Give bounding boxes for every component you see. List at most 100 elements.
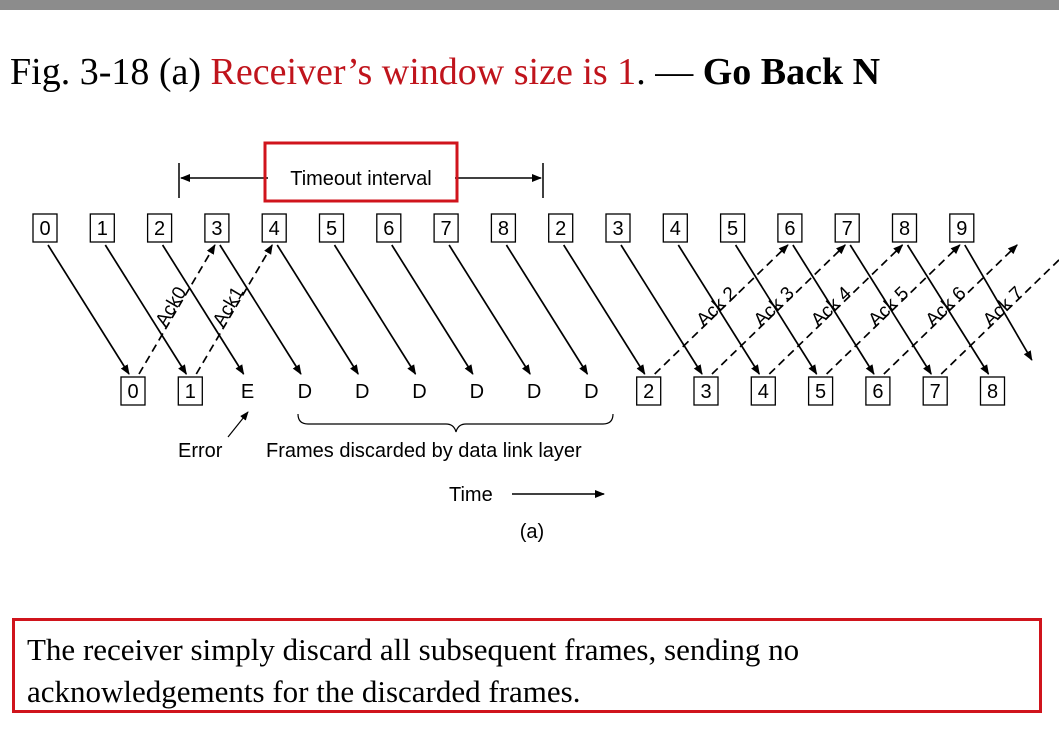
data-frame-arrows [47, 244, 1033, 375]
sent-frame-label: 2 [154, 218, 165, 240]
received-frame-box [693, 376, 719, 406]
sent-frame-label: 5 [326, 218, 337, 240]
ack-arrow [940, 258, 1059, 375]
timeout-label: Timeout interval [290, 168, 432, 190]
sent-frame-label: 6 [784, 218, 795, 240]
top-divider-bar [0, 0, 1059, 10]
title-prefix: Fig. 3-18 (a) [10, 51, 211, 93]
sent-frame-label: 4 [670, 218, 681, 240]
received-frame-label: 3 [700, 381, 711, 403]
ack-arrow [195, 244, 273, 375]
discard-marker: D [412, 381, 426, 403]
data-frame-arrow [333, 244, 417, 375]
title-bold: Go Back N [702, 51, 881, 93]
sent-frame-box [32, 213, 58, 243]
received-frame-box [865, 376, 891, 406]
ack-arrow [768, 244, 904, 375]
sent-frame-box [834, 213, 860, 243]
received-frame-box [807, 376, 834, 406]
discard-marker: D [527, 381, 541, 403]
ack-arrow [883, 244, 1018, 375]
received-frame-label: 6 [872, 381, 883, 403]
data-frame-arrow [964, 244, 1033, 361]
received-frame-label: 7 [930, 381, 941, 403]
received-frame-box [636, 376, 662, 406]
ack-label: Ack 2 [693, 283, 742, 331]
data-frame-arrow [47, 244, 130, 375]
explanation-text: The receiver simply discard all subseque… [27, 632, 800, 709]
title-suffix: . — [636, 51, 703, 93]
received-frame-box [750, 376, 776, 406]
discard-marker: D [355, 381, 369, 403]
sent-frame-box [891, 213, 918, 243]
sent-frame-box [662, 213, 688, 243]
figure-caption: (a) [520, 521, 544, 543]
received-frame-box [120, 376, 146, 406]
data-frame-arrow [104, 244, 188, 375]
ack-label: Ack 5 [865, 283, 914, 331]
data-frame-arrow [219, 244, 302, 375]
data-frame-arrow [161, 244, 245, 375]
received-frame-box [979, 376, 1006, 406]
received-frame-label: 4 [758, 381, 769, 403]
sent-frame-box [204, 213, 230, 243]
sent-frame-label: 7 [842, 218, 853, 240]
ack-arrow [711, 244, 846, 375]
discarded-brace [297, 413, 614, 433]
data-frame-arrow [505, 244, 589, 375]
timeout-highlight-box [263, 141, 459, 203]
data-frame-arrow [448, 244, 531, 375]
sent-frame-box [318, 213, 345, 243]
discard-marker: D [298, 381, 312, 403]
sent-frame-label: 9 [956, 218, 967, 240]
discard-marker: D [470, 381, 484, 403]
time-label: Time [449, 484, 493, 506]
ack-arrow [138, 244, 216, 375]
received-frame-label: 5 [815, 381, 826, 403]
sent-frame-label: 1 [97, 218, 108, 240]
data-frame-arrow [792, 244, 875, 375]
received-frame-box [177, 376, 203, 406]
data-frame-arrow [562, 244, 646, 375]
sent-frame-label: 6 [383, 218, 394, 240]
data-frame-arrow [276, 244, 359, 375]
sent-frame-label: 5 [727, 218, 738, 240]
title-highlight: Receiver’s window size is 1 [210, 51, 637, 93]
data-frame-arrow [620, 244, 703, 375]
sent-frame-box [605, 213, 631, 243]
ack-arrow [826, 244, 961, 375]
error-pointer [227, 411, 249, 438]
sent-frame-box [89, 213, 115, 243]
discard-marker: D [584, 381, 598, 403]
sent-frame-label: 8 [899, 218, 910, 240]
data-frame-arrow [677, 244, 761, 375]
received-frame-label: 0 [127, 381, 138, 403]
received-frame-label: 2 [643, 381, 654, 403]
sent-frame-box [777, 213, 803, 243]
ack-arrow [654, 244, 789, 375]
sent-frame-box [548, 213, 574, 243]
discarded-label: Frames discarded by data link layer [266, 440, 582, 462]
data-frame-arrow [849, 244, 932, 375]
slide-title: Fig. 3-18 (a) Receiver’s window size is … [10, 50, 880, 94]
sent-frame-label: 2 [555, 218, 566, 240]
data-frame-arrow [391, 244, 474, 375]
sent-frame-box [261, 213, 287, 243]
sent-frame-box [376, 213, 402, 243]
received-frame-label: 1 [185, 381, 196, 403]
sent-frame-box [719, 213, 746, 243]
sent-frame-label: 3 [211, 218, 222, 240]
sent-frame-box [146, 213, 173, 243]
error-marker: E [241, 381, 254, 403]
sent-frame-label: 4 [269, 218, 280, 240]
sent-frame-label: 0 [39, 218, 50, 240]
explanation-box: The receiver simply discard all subseque… [12, 618, 1042, 713]
sent-frame-box [433, 213, 459, 243]
sent-frame-label: 8 [498, 218, 509, 240]
error-label: Error [178, 440, 223, 462]
sent-frame-box [949, 213, 975, 243]
